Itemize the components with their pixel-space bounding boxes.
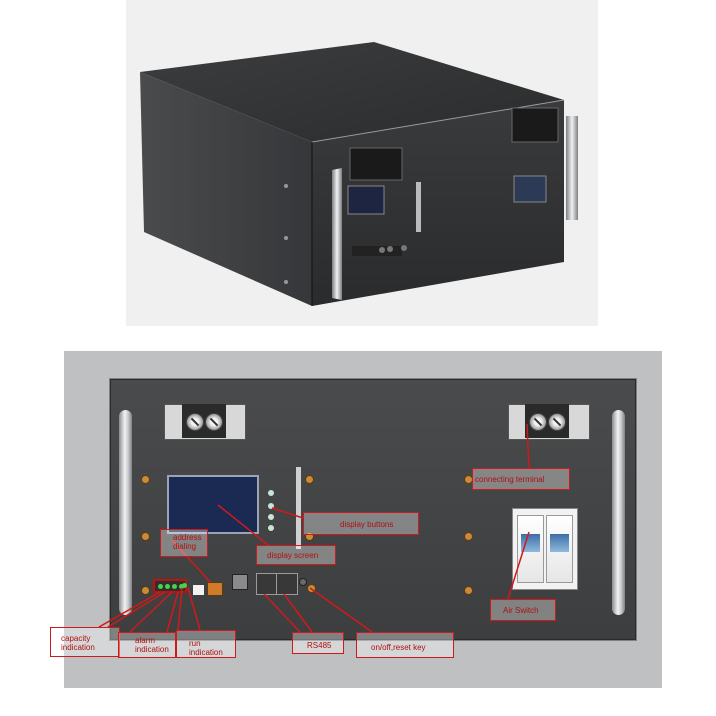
screw-icon — [142, 476, 149, 483]
air-switch-pole — [546, 515, 573, 583]
display-button[interactable] — [268, 514, 274, 520]
display-button[interactable] — [268, 525, 274, 531]
callout-air-switch: Air Switch — [490, 599, 556, 621]
on-off-reset-key[interactable] — [299, 578, 307, 586]
screw-icon — [142, 533, 149, 540]
render-terminal-left — [349, 147, 403, 181]
display-button-slot — [296, 467, 301, 549]
terminal-bolt-icon — [548, 413, 566, 431]
right-handle — [612, 410, 625, 615]
screw-icon — [465, 533, 472, 540]
callout-capacity-indication: capacity indication — [50, 627, 120, 657]
screw-icon — [306, 476, 313, 483]
screw-icon — [306, 533, 313, 540]
callout-rs485: RS485 — [292, 632, 344, 654]
render-air-switch — [513, 175, 547, 203]
capacity-led — [165, 584, 170, 589]
air-switch-lever[interactable] — [550, 534, 569, 552]
callout-display-screen: display screen — [256, 545, 336, 565]
terminal-bolt-icon — [186, 413, 204, 431]
terminal-bolt-icon — [205, 413, 223, 431]
cabinet-3d-illustration — [140, 42, 578, 306]
terminal-bolt-icon — [529, 413, 547, 431]
render-screen — [347, 185, 385, 215]
screw-icon — [308, 585, 315, 592]
render-handle-right — [566, 116, 578, 220]
run-led — [182, 583, 187, 588]
display-screen — [167, 475, 259, 534]
air-switch-lever[interactable] — [521, 534, 540, 552]
alarm-led-block — [193, 585, 204, 595]
left-connecting-terminal — [182, 404, 226, 438]
left-handle — [119, 410, 132, 615]
rj-port[interactable] — [232, 574, 248, 590]
callout-alarm-indication: alarm indication — [118, 632, 176, 658]
display-button[interactable] — [268, 503, 274, 509]
screw-icon — [465, 587, 472, 594]
callout-address-dialing: address dialing — [160, 529, 208, 557]
rs485-port[interactable] — [256, 573, 278, 595]
render-handle-left — [332, 168, 342, 300]
screw-icon — [465, 476, 472, 483]
callout-on-off-reset-key: on/off,reset key — [356, 632, 454, 658]
capacity-led — [172, 584, 177, 589]
screw-icon — [142, 587, 149, 594]
render-terminal-right — [511, 107, 559, 143]
battery-cabinet-render — [126, 0, 598, 326]
rs485-port[interactable] — [276, 573, 298, 595]
right-connecting-terminal — [525, 404, 569, 438]
display-button[interactable] — [268, 490, 274, 496]
callout-display-buttons: display buttons — [303, 512, 419, 535]
air-switch[interactable] — [512, 508, 578, 590]
cabinet-side-face — [140, 72, 312, 306]
callout-run-indication: run indication — [176, 630, 236, 658]
air-switch-pole — [517, 515, 544, 583]
address-dip-switch[interactable] — [207, 582, 223, 596]
capacity-led — [158, 584, 163, 589]
cabinet-top-face — [140, 42, 564, 142]
capacity-led — [179, 584, 184, 589]
callout-connecting-terminal: connecting terminal — [472, 468, 570, 490]
